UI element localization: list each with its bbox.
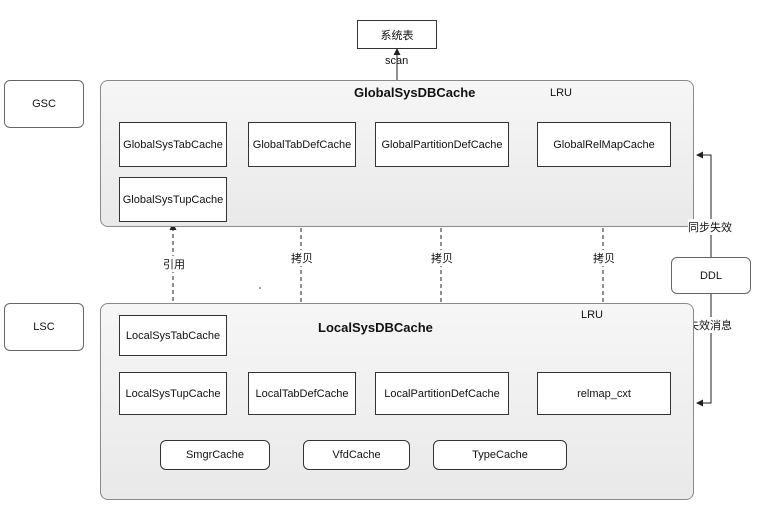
lsc-side-box: LSC — [4, 303, 84, 351]
global-partition-def-cache-label: GlobalPartitionDefCache — [381, 138, 503, 151]
local-tab-def-cache: LocalTabDefCache — [248, 372, 356, 415]
local-sys-tab-cache-label: LocalSysTabCache — [125, 329, 221, 342]
copy-relmap-label: 拷贝 — [593, 250, 615, 266]
copy-tabdef-label: 拷贝 — [291, 250, 313, 266]
global-sys-tup-cache-label: GlobalSysTupCache — [122, 193, 224, 206]
smgr-cache: SmgrCache — [160, 440, 270, 470]
sync-invalidate-arrow — [696, 151, 712, 257]
scan-label: scan — [385, 55, 409, 67]
reference-label: 引用 — [163, 256, 185, 272]
copy-partition-label: 拷贝 — [431, 250, 453, 266]
local-sys-tup-cache-label: LocalSysTupCache — [125, 387, 221, 400]
ddl-label: DDL — [699, 269, 722, 282]
gsc-title: GlobalSysDBCache — [354, 85, 476, 100]
global-sys-tup-cache: GlobalSysTupCache — [119, 177, 227, 222]
gsc-side-box: GSC — [4, 80, 84, 128]
system-table-label: 系统表 — [380, 29, 414, 42]
local-tab-def-cache-label: LocalTabDefCache — [255, 387, 349, 400]
local-partition-def-cache-label: LocalPartitionDefCache — [384, 387, 500, 400]
relmap-cxt-label: relmap_cxt — [577, 387, 631, 400]
local-sys-tup-cache: LocalSysTupCache — [119, 372, 227, 415]
local-sys-tab-cache: LocalSysTabCache — [119, 315, 227, 356]
gsc-policy: LRU — [550, 87, 573, 99]
lsc-side-label: LSC — [33, 321, 55, 333]
global-tab-def-cache-label: GlobalTabDefCache — [252, 138, 352, 151]
invalidate-message-label: 失效消息 — [688, 317, 732, 333]
sync-invalidate-label: 同步失效 — [688, 219, 732, 235]
lsc-title: LocalSysDBCache — [318, 320, 433, 335]
global-sys-tab-cache-label: GlobalSysTabCache — [123, 138, 223, 151]
stray-dot — [259, 287, 261, 289]
global-tab-def-cache: GlobalTabDefCache — [248, 122, 356, 167]
system-table-box: 系统表 — [357, 20, 437, 49]
type-cache-label: TypeCache — [472, 449, 528, 461]
vfd-cache: VfdCache — [303, 440, 410, 470]
smgr-cache-label: SmgrCache — [185, 449, 245, 461]
lsc-policy: LRU — [581, 309, 604, 321]
global-partition-def-cache: GlobalPartitionDefCache — [375, 122, 509, 167]
type-cache: TypeCache — [433, 440, 567, 470]
ddl-box: DDL — [671, 257, 751, 294]
global-relmap-cache: GlobalRelMapCache — [537, 122, 671, 167]
relmap-cxt: relmap_cxt — [537, 372, 671, 415]
gsc-side-label: GSC — [32, 98, 56, 110]
invalidate-message-arrow — [696, 294, 712, 407]
global-relmap-cache-label: GlobalRelMapCache — [553, 138, 655, 151]
global-sys-tab-cache: GlobalSysTabCache — [119, 122, 227, 167]
vfd-cache-label: VfdCache — [332, 449, 381, 461]
local-partition-def-cache: LocalPartitionDefCache — [375, 372, 509, 415]
